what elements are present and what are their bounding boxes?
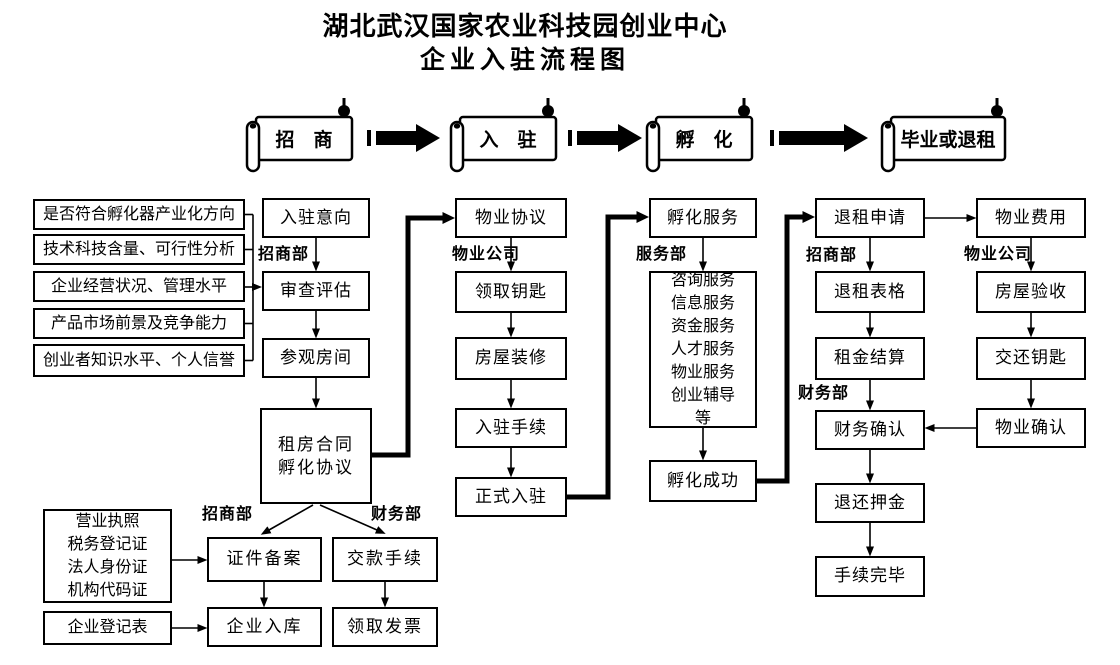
node-criteria-industrialization: 是否符合孵化器产业化方向 — [33, 199, 245, 230]
service-etc: 等 — [694, 410, 711, 427]
node-review-assessment: 审查评估 — [262, 271, 370, 311]
dept-label-finance-col4: 财务部 — [798, 385, 850, 402]
scroll-banner-icon — [449, 98, 558, 173]
title-line1: 湖北武汉国家农业科技园创业中心 — [322, 12, 728, 41]
dept-label-finance-bottom: 财务部 — [371, 506, 423, 523]
banner-incubation-label: 孵 化 — [675, 130, 733, 151]
node-deposit-refund: 退还押金 — [815, 483, 925, 523]
dept-label-property-col4: 物业公司 — [964, 246, 1033, 263]
node-house-decoration: 房屋装修 — [455, 337, 567, 380]
node-receive-invoice: 领取发票 — [332, 607, 438, 647]
node-finance-confirmation: 财务确认 — [815, 410, 925, 450]
page-title: 湖北武汉国家农业科技园创业中心 企业入驻流程图 — [175, 10, 875, 78]
node-payment-procedure: 交款手续 — [332, 537, 438, 582]
banner-recruit-label: 招 商 — [275, 130, 333, 151]
doc-tax-registration: 税务登记证 — [67, 536, 148, 553]
node-incubation-service: 孵化服务 — [649, 198, 757, 238]
service-talent: 人才服务 — [670, 341, 735, 358]
dept-label-recruit-bottom: 招商部 — [202, 506, 254, 523]
node-property-fee: 物业费用 — [976, 198, 1086, 238]
node-termination-application: 退租申请 — [815, 198, 925, 238]
node-termination-form: 退租表格 — [815, 271, 925, 313]
node-procedure-complete: 手续完毕 — [815, 556, 925, 597]
banner-graduate: 毕业或退租 — [878, 96, 1012, 176]
lease-contract-line1: 租房合同 — [278, 435, 354, 454]
title-line2: 企业入驻流程图 — [419, 47, 630, 74]
node-house-inspection: 房屋验收 — [976, 271, 1086, 313]
banner-entry: 入 驻 — [447, 96, 563, 176]
dept-label-service-col3: 服务部 — [636, 246, 688, 263]
service-startup-coaching: 创业辅导 — [670, 387, 735, 404]
node-entry-intention: 入驻意向 — [262, 198, 370, 238]
dept-label-recruit-col1: 招商部 — [258, 246, 310, 263]
doc-organization-code: 机构代码证 — [67, 582, 148, 599]
node-criteria-technology: 技术科技含量、可行性分析 — [33, 234, 245, 265]
stage-arrow-entry-to-incubation — [568, 124, 642, 152]
node-property-confirmation: 物业确认 — [976, 408, 1086, 448]
service-property: 物业服务 — [670, 364, 735, 381]
scroll-banner-icon — [880, 98, 1007, 173]
stage-arrow-recruit-to-entry — [367, 124, 440, 152]
node-receive-keys: 领取钥匙 — [455, 271, 567, 313]
node-entry-procedure: 入驻手续 — [455, 408, 567, 448]
node-lease-contract: 租房合同 孵化协议 — [260, 408, 372, 504]
node-registration-form: 企业登记表 — [43, 611, 172, 645]
node-property-agreement: 物业协议 — [455, 198, 567, 238]
stage-crossing-connectors — [372, 211, 815, 500]
service-funding: 资金服务 — [670, 318, 735, 335]
node-criteria-management: 企业经营状况、管理水平 — [33, 271, 245, 302]
node-certificate-filing: 证件备案 — [207, 537, 322, 582]
doc-legal-person-id: 法人身份证 — [67, 559, 148, 576]
node-documents-list: 营业执照 税务登记证 法人身份证 机构代码证 — [43, 509, 172, 603]
node-visit-room: 参观房间 — [262, 338, 370, 378]
incubation-agreement-line2: 孵化协议 — [278, 458, 354, 477]
node-criteria-credit: 创业者知识水平、个人信誉 — [33, 344, 245, 377]
scroll-banner-icon — [245, 98, 354, 173]
dept-label-recruit-col4: 招商部 — [806, 247, 858, 264]
node-enterprise-storage: 企业入库 — [207, 607, 322, 647]
banner-graduate-label: 毕业或退租 — [900, 130, 996, 151]
scroll-banner-icon — [645, 98, 754, 173]
node-return-keys: 交还钥匙 — [976, 337, 1086, 380]
banner-entry-label: 入 驻 — [479, 130, 537, 151]
node-service-list: 咨询服务 信息服务 资金服务 人才服务 物业服务 创业辅导 等 — [649, 271, 757, 428]
banner-recruit: 招 商 — [243, 96, 359, 176]
banner-incubation: 孵 化 — [643, 96, 759, 176]
doc-business-license: 营业执照 — [75, 513, 140, 530]
node-incubation-success: 孵化成功 — [649, 460, 757, 502]
node-official-entry: 正式入驻 — [455, 477, 567, 517]
flow-arrows — [172, 214, 1035, 632]
dept-label-property-col2: 物业公司 — [452, 246, 521, 263]
criteria-merge-lines — [245, 213, 262, 362]
node-rent-settlement: 租金结算 — [815, 337, 925, 380]
node-criteria-market: 产品市场前景及竞争能力 — [33, 308, 245, 339]
service-information: 信息服务 — [670, 295, 735, 312]
service-consulting: 咨询服务 — [670, 272, 735, 289]
stage-arrow-incubation-to-graduate — [770, 124, 868, 152]
